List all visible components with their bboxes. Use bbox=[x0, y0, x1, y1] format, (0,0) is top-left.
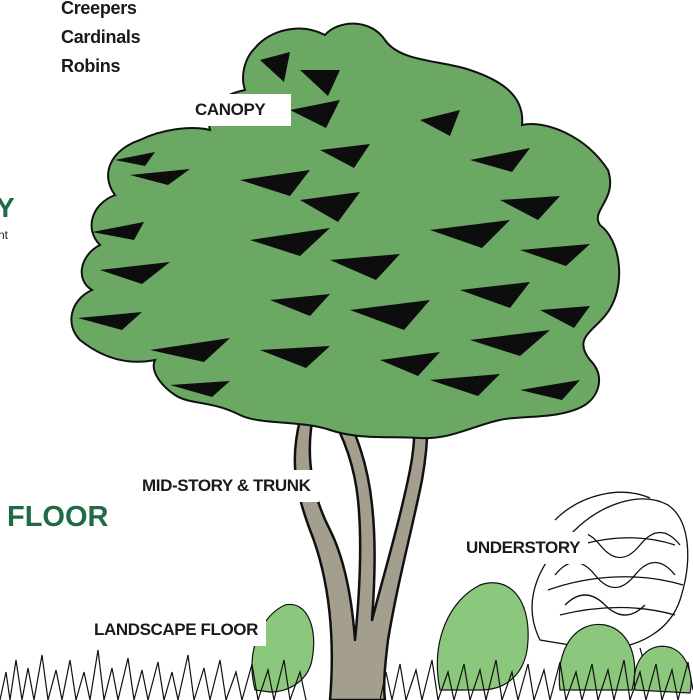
bird-item: Creepers bbox=[61, 0, 140, 23]
side-heading-fragment: Y bbox=[0, 192, 15, 224]
bird-item: Cardinals bbox=[61, 23, 140, 52]
side-floor-heading: FLOOR bbox=[7, 501, 109, 534]
understory-label: UNDERSTORY bbox=[458, 532, 588, 564]
landscape-floor-label: LANDSCAPE FLOOR bbox=[86, 614, 266, 646]
floor-shrubs bbox=[252, 583, 691, 693]
canopy-label: CANOPY bbox=[187, 94, 291, 126]
side-subtext-fragment: nt bbox=[0, 228, 8, 242]
bird-list: Creepers Cardinals Robins bbox=[61, 0, 140, 81]
mid-story-trunk-label: MID-STORY & TRUNK bbox=[134, 470, 319, 502]
bird-item: Robins bbox=[61, 52, 140, 81]
canopy-foliage bbox=[71, 24, 619, 439]
